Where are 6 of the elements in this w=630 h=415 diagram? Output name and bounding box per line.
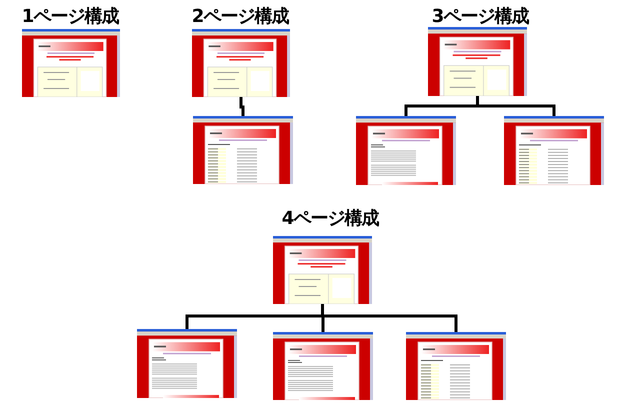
connector-line	[240, 97, 244, 116]
heading: 1ページ構成	[22, 5, 118, 28]
heading: 2ページ構成	[192, 5, 288, 28]
connector-line	[476, 96, 556, 116]
heading: 3ページ構成	[432, 5, 528, 28]
heading: 4ページ構成	[282, 207, 378, 230]
